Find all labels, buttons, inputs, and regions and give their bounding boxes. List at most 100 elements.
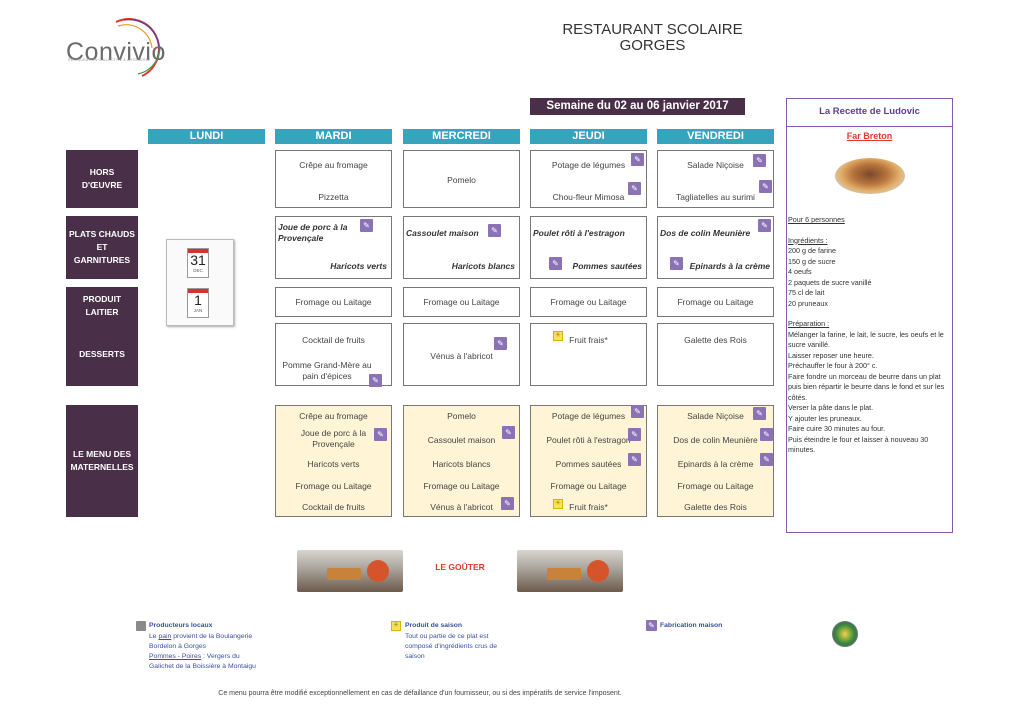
dish: Vénus à l'abricot <box>430 502 493 512</box>
dish: Fromage ou Laitage <box>423 481 500 491</box>
ingredient: 4 oeufs <box>788 267 812 276</box>
recipe-panel <box>786 98 953 533</box>
day-header-mercredi: MERCREDI <box>403 129 520 144</box>
ingredient: 20 pruneaux <box>788 298 828 308</box>
gouter-image <box>517 550 623 592</box>
legend-season-text: Tout ou partie de ce plat est composé d'… <box>405 632 535 662</box>
cell-hors-vendredi: Salade Niçoise ✎ Tagliatelles au surimi … <box>657 150 774 208</box>
page-title: RESTAURANT SCOLAIRE GORGES <box>540 22 765 54</box>
recipe-divider <box>786 126 953 127</box>
row-header-desserts: DESSERTS <box>66 323 138 386</box>
fabrication-maison-icon: ✎ <box>670 257 683 270</box>
legend-home-title: Fabrication maison <box>660 622 723 629</box>
cell-maternelles-mercredi: Pomelo Cassoulet maison ✎ Haricots blanc… <box>403 405 520 517</box>
dish: Pomelo <box>447 411 476 421</box>
day-header-lundi: LUNDI <box>148 129 265 144</box>
legend-text: Bordelon à Gorges <box>149 643 207 650</box>
dish: Epinards à la crème <box>689 261 770 271</box>
fabrication-maison-icon: ✎ <box>646 620 657 631</box>
dish: Epinards à la crème <box>677 459 754 469</box>
preparation-step: Mélanger la farine, le lait, le sucre, l… <box>788 329 944 350</box>
dish: Pommes sautées <box>572 261 642 271</box>
preparation-step: Laisser reposer une heure. <box>788 350 874 360</box>
day-header-mardi: MARDI <box>275 129 392 144</box>
logo-tagline: RESTAURATION COLLECTIVE & AUTOGEREE <box>68 58 151 62</box>
calendar-month-jan: JAN <box>193 308 203 313</box>
dish: Joue de porc à la Provençale <box>278 222 348 243</box>
cell-laitier-jeudi: Fromage ou Laitage <box>530 287 647 317</box>
cell-plats-mardi: Joue de porc à la Provençale ✎ Haricots … <box>275 216 392 279</box>
ingredient: 75 cl de lait <box>788 288 825 297</box>
recipe-preparation-label: Préparation : <box>788 319 830 328</box>
title-line-1: RESTAURANT SCOLAIRE <box>562 21 743 38</box>
fabrication-maison-icon: ✎ <box>760 428 773 441</box>
logo: Convivio <box>66 38 166 66</box>
legend-text: : Vergers du <box>201 653 240 660</box>
dish: Haricots verts <box>307 459 360 469</box>
cell-hors-mercredi: Pomelo <box>403 150 520 208</box>
dish: Dos de colin Meunière <box>673 435 758 445</box>
dish: Poulet rôti à l'estragon <box>546 435 631 445</box>
legend-local-title: Producteurs locaux <box>149 622 213 629</box>
legend-text: Galichet de la Boissière à Montaigu <box>149 663 256 670</box>
dish: Fruit frais* <box>569 335 608 345</box>
legend-text: Tout ou partie de ce plat est <box>405 633 489 640</box>
footer-disclaimer: Ce menu pourra être modifié exceptionnel… <box>218 690 622 697</box>
cell-maternelles-mardi: Crêpe au fromage Joue de porc à la Prove… <box>275 405 392 517</box>
calendar-page-dec: 31 DEC <box>187 248 209 278</box>
legend-text: saison <box>405 653 425 660</box>
dish: Fruit frais* <box>569 502 608 512</box>
recipe-name: Far Breton <box>846 131 893 141</box>
fabrication-maison-icon: ✎ <box>628 182 641 195</box>
legend-local-text: Le pain provient de la Boulangerie Borde… <box>149 632 309 672</box>
fabrication-maison-icon: ✎ <box>360 219 373 232</box>
dish: Crêpe au fromage <box>299 160 368 170</box>
far-breton-image <box>835 158 905 194</box>
day-header-vendredi: VENDREDI <box>657 129 774 144</box>
dish: Fromage ou Laitage <box>550 297 627 307</box>
produit-saison-icon: ☀ <box>553 331 563 341</box>
dish: Pommes sautées <box>555 459 622 469</box>
dish: Cocktail de fruits <box>302 335 365 345</box>
dish: Haricots verts <box>330 261 387 271</box>
cell-laitier-mardi: Fromage ou Laitage <box>275 287 392 317</box>
dish: Haricots blancs <box>451 261 515 271</box>
week-banner: Semaine du 02 au 06 janvier 2017 <box>530 98 745 115</box>
fabrication-maison-icon: ✎ <box>488 224 501 237</box>
dish: Galette des Rois <box>684 502 747 512</box>
calendar-day-1: 1 <box>194 292 202 308</box>
dish: Salade Niçoise <box>687 411 744 421</box>
cell-hors-mardi: Crêpe au fromage Pizzetta <box>275 150 392 208</box>
ingredient: 2 paquets de sucre vanillé <box>788 277 872 287</box>
fabrication-maison-icon: ✎ <box>494 337 507 350</box>
recipe-title: La Recette de Ludovic <box>819 106 920 117</box>
dish: Fromage ou Laitage <box>677 297 754 307</box>
preparation-step: Verser la pâte dans le plat. <box>788 403 874 412</box>
fabrication-maison-icon: ✎ <box>501 497 514 510</box>
dish: Haricots blancs <box>432 459 491 469</box>
preparation-step: Y ajouter les pruneaux. <box>788 413 862 423</box>
fabrication-maison-icon: ✎ <box>759 180 772 193</box>
dish: Cassoulet maison <box>427 435 496 445</box>
fabrication-maison-icon: ✎ <box>549 257 562 270</box>
fabrication-maison-icon: ✎ <box>753 407 766 420</box>
calendar-image: 31 DEC 1 JAN <box>166 239 234 326</box>
dish: Tagliatelles au surimi <box>676 192 755 202</box>
dish: Joue de porc à la Provençale <box>300 428 367 449</box>
logo-arc <box>112 18 164 85</box>
dish: Pomelo <box>447 175 476 185</box>
calendar-month-dec: DEC <box>193 268 203 273</box>
fabrication-maison-icon: ✎ <box>760 453 773 466</box>
produit-saison-icon: ☀ <box>553 499 563 509</box>
fabrication-maison-icon: ✎ <box>369 374 382 387</box>
legend-text: pain <box>158 633 172 640</box>
cell-hors-jeudi: Potage de légumes ✎ Chou-fleur Mimosa ✎ <box>530 150 647 208</box>
dish: Cocktail de fruits <box>302 502 365 512</box>
calendar-day-31: 31 <box>190 252 206 268</box>
title-line-2: GORGES <box>619 37 686 54</box>
preparation-step: Puis éteindre le four et laisser à nouve… <box>788 434 929 455</box>
cell-desserts-mardi: Cocktail de fruits Pomme Grand-Mère au p… <box>275 323 392 387</box>
cell-desserts-jeudi: ☀ Fruit frais* <box>530 323 647 386</box>
dish: Pomme Grand-Mère au pain d'épices <box>282 360 372 381</box>
cell-maternelles-jeudi: Potage de légumes ✎ Poulet rôti à l'estr… <box>530 405 647 517</box>
